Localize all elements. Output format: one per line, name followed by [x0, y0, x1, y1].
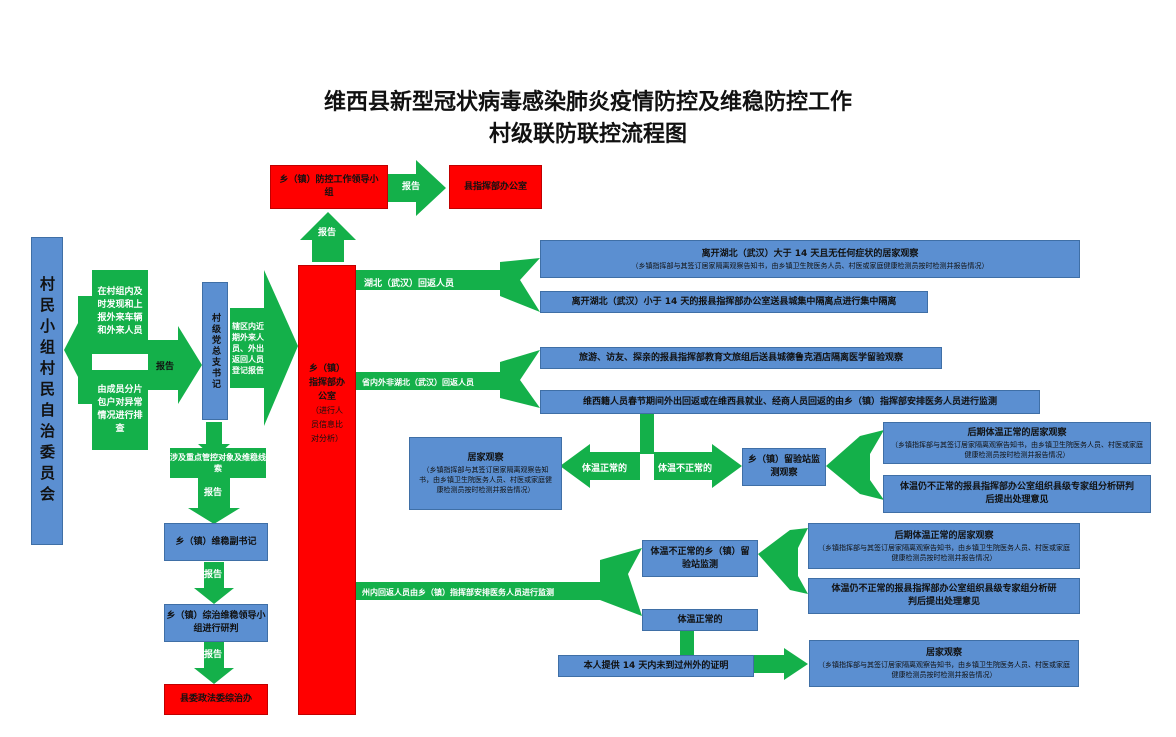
later-normal-b-title: 后期体温正常的居家观察: [894, 530, 994, 541]
later-normal-a-sub: （乡镇指挥部与其签订居家隔离观察告知书，由乡镇卫生院医务人员、村医或家庭健康检测…: [891, 440, 1143, 459]
group-find-box: 在村组内及时发现和上报外来车辆和外来人员: [92, 270, 148, 354]
temp-abnormal-b-box: 体温不正常的乡（镇）留验站监测: [642, 540, 758, 577]
party-secretary-box: 村级党总支书记: [202, 282, 228, 420]
still-abnormal-b-label: 体温仍不正常的报县指挥部办公室组织县级专家组分析研判后提出处理意见: [831, 584, 1057, 607]
arrow-to-party: [148, 326, 202, 404]
later-normal-a-title: 后期体温正常的居家观察: [967, 427, 1067, 438]
proof-14-label: 本人提供 14 天内未到过州外的证明: [583, 660, 729, 671]
town-leading-group-label: 乡（镇）防控工作领导小组: [279, 175, 379, 198]
key-monitor-label: 涉及重点管控对象及维稳线索: [170, 453, 266, 473]
village-committee-box: 村民小组村民自治委员会: [31, 237, 63, 545]
arrow-down-4: [194, 642, 234, 684]
arrow-in-state: [356, 548, 642, 616]
in-state-label: 州内回返人员由乡（镇）指挥部安排医务人员进行监测: [362, 588, 554, 597]
arrow-non-hubei: [356, 350, 540, 408]
fork-station: [826, 430, 884, 500]
temp-normal-a-label: 体温正常的: [582, 464, 628, 474]
report-label-v3: 报告: [204, 650, 223, 660]
arrow-proof: [754, 648, 808, 680]
town-office-sub: （进行人员信息比对分析）: [311, 406, 343, 443]
home-obs-a-title: 居家观察: [467, 453, 504, 463]
hubei-return-label: 湖北（武汉）回返人员: [364, 279, 455, 289]
temp-abnormal-b-label: 体温不正常的乡（镇）留验站监测: [650, 546, 750, 570]
local-work-label: 维西籍人员春节期间外出回返或在维西县就业、经商人员回返的由乡（镇）指挥部安排医务…: [582, 396, 997, 407]
station-a-box: 乡（镇）留验站监测观察: [742, 448, 826, 486]
county-hq-box: 县指挥部办公室: [449, 165, 542, 209]
home-obs-c-box: 居家观察 （乡镇指挥部与其签订居家隔离观察告知书，由乡镇卫生院医务人员、村医或家…: [809, 640, 1079, 687]
comprehensive-group-label: 乡（镇）综治维稳领导小组进行研判: [166, 611, 266, 634]
still-abnormal-a-label: 体温仍不正常的报县指挥部办公室组织县级专家组分析研判后提出处理意见: [899, 482, 1134, 505]
leave-under14-label: 离开湖北（武汉）小于 14 天的报县指挥部办公室送县城集中隔离点进行集中隔离: [571, 296, 897, 307]
temp-abnormal-a-label: 体温不正常的: [658, 464, 713, 474]
leave-over14-sub: （乡镇指挥部与其签订居家隔离观察告知书，由乡镇卫生院医务人员、村医或家庭健康检测…: [631, 261, 989, 270]
station-a-label: 乡（镇）留验站监测观察: [747, 455, 820, 478]
report-label-1: 报告: [156, 362, 175, 372]
arrow-temp-normal: [560, 444, 640, 488]
area-report-text: 辖区内近期外来人员、外出返回人员登记报告: [230, 310, 266, 386]
household-check-label: 由成员分片包户对异常情况进行排查: [97, 385, 143, 434]
page-title: 维西县新型冠状病毒感染肺炎疫情防控及维稳防控工作: [323, 89, 852, 115]
tourism-label: 旅游、访友、探亲的报县指挥部教育文旅组后送县城德鲁克酒店隔离医学留验观察: [578, 352, 903, 363]
later-normal-a-box: 后期体温正常的居家观察 （乡镇指挥部与其签订居家隔离观察告知书，由乡镇卫生院医务…: [883, 422, 1151, 464]
still-abnormal-b-box: 体温仍不正常的报县指挥部办公室组织县级专家组分析研判后提出处理意见: [808, 578, 1080, 614]
home-obs-a-sub: （乡镇指挥部与其签订居家隔离观察告知书，由乡镇卫生院医务人员、村医或家庭健康检测…: [419, 466, 552, 494]
connector-down-normal-b: [680, 630, 694, 656]
party-secretary-label: 村级党总支书记: [210, 312, 220, 390]
arrow-down-3: [194, 562, 234, 604]
village-committee-label: 村民小组村民自治委员会: [38, 275, 56, 507]
stability-secretary-label: 乡（镇）维稳副书记: [175, 536, 257, 547]
arrow-hubei: [356, 258, 540, 312]
arrow-up-leading: [300, 212, 356, 262]
arrow-temp-abnormal: [654, 444, 742, 488]
politics-committee-label: 县委政法委综治办: [179, 694, 252, 704]
arrow-down-2: [188, 478, 240, 524]
leave-over14-box: 离开湖北（武汉）大于 14 天且无任何症状的居家观察 （乡镇指挥部与其签订居家隔…: [540, 240, 1080, 278]
still-abnormal-a-box: 体温仍不正常的报县指挥部办公室组织县级专家组分析研判后提出处理意见: [883, 475, 1151, 513]
home-obs-c-sub: （乡镇指挥部与其签订居家隔离观察告知书，由乡镇卫生院医务人员、村医或家庭健康检测…: [818, 661, 1070, 679]
stability-secretary-box: 乡（镇）维稳副书记: [164, 523, 268, 561]
household-check-box: 由成员分片包户对异常情况进行排查: [92, 370, 148, 450]
town-office-title: 乡（镇）指挥部办公室: [308, 364, 345, 402]
tourism-box: 旅游、访友、探亲的报县指挥部教育文旅组后送县城德鲁克酒店隔离医学留验观察: [540, 347, 942, 369]
key-monitor-box: 涉及重点管控对象及维稳线索: [170, 448, 266, 478]
arrow-to-county: [388, 160, 446, 216]
leave-over14-title: 离开湖北（武汉）大于 14 天且无任何症状的居家观察: [701, 248, 919, 259]
temp-normal-b-box: 体温正常的: [642, 609, 758, 631]
report-label-v1: 报告: [204, 488, 223, 498]
page-subtitle: 村级联防联控流程图: [488, 121, 687, 147]
temp-normal-b-label: 体温正常的: [677, 614, 723, 625]
group-find-label: 在村组内及时发现和上报外来车辆和外来人员: [97, 287, 143, 336]
later-normal-b-box: 后期体温正常的居家观察 （乡镇指挥部与其签订居家隔离观察告知书，由乡镇卫生院医务…: [808, 523, 1080, 569]
home-obs-a-box: 居家观察 （乡镇指挥部与其签订居家隔离观察告知书，由乡镇卫生院医务人员、村医或家…: [409, 437, 562, 510]
later-normal-b-sub: （乡镇指挥部与其签订居家隔离观察告知书，由乡镇卫生院医务人员、村医或家庭健康检测…: [818, 543, 1070, 562]
politics-committee-box: 县委政法委综治办: [164, 684, 268, 715]
town-office-box: 乡（镇）指挥部办公室 （进行人员信息比对分析）: [298, 265, 356, 715]
leave-under14-box: 离开湖北（武汉）小于 14 天的报县指挥部办公室送县城集中隔离点进行集中隔离: [540, 291, 928, 313]
connector-down-local: [640, 414, 654, 454]
comprehensive-group-box: 乡（镇）综治维稳领导小组进行研判: [164, 604, 268, 642]
area-report-label: 辖区内近期外来人员、外出返回人员登记报告: [232, 321, 264, 375]
arrow-to-town-office: [230, 270, 298, 426]
report-label-right: 报告: [402, 182, 421, 192]
fork-station-b: [758, 528, 808, 594]
local-work-box: 维西籍人员春节期间外出回返或在维西县就业、经商人员回返的由乡（镇）指挥部安排医务…: [540, 390, 1040, 414]
report-label-up: 报告: [318, 228, 337, 238]
town-leading-group-box: 乡（镇）防控工作领导小组: [270, 165, 388, 209]
report-label-v2: 报告: [204, 570, 223, 580]
outside-hubei-label: 省内外非湖北（武汉）回返人员: [362, 378, 474, 387]
proof-14-box: 本人提供 14 天内未到过州外的证明: [558, 655, 754, 677]
county-hq-label: 县指挥部办公室: [464, 181, 528, 192]
home-obs-c-title: 居家观察: [925, 648, 962, 658]
